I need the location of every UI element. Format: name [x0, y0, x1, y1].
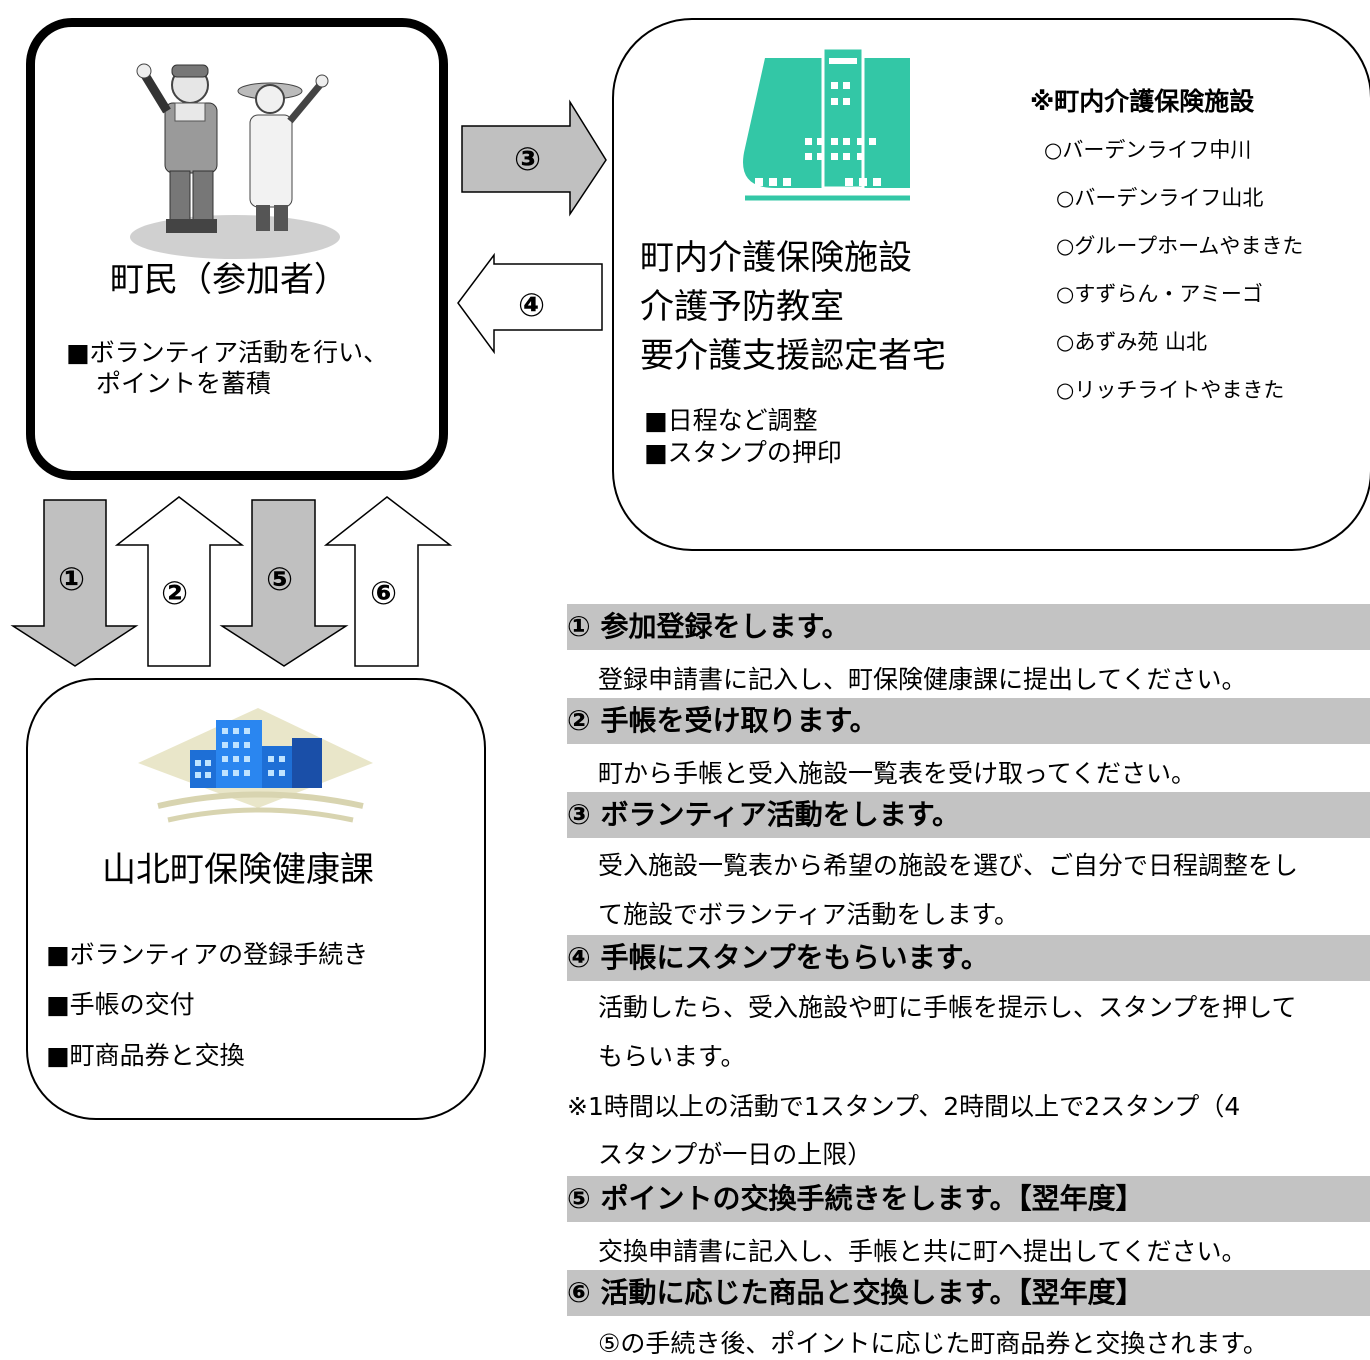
step-3-heading: ③ ボランティア活動をします。 [567, 798, 960, 831]
arrow-6-label: ⑥ [370, 574, 398, 612]
resident-title: 町民（参加者） [110, 260, 348, 300]
arrow-2-up [114, 496, 245, 667]
office-title: 山北町保険健康課 [102, 850, 374, 890]
arrow-1-label: ① [58, 560, 86, 598]
facility-list-item: ○バーデンライフ中川 [1044, 138, 1252, 162]
step-1-bar [567, 604, 1370, 650]
facility-list-item: ○すずらん・アミーゴ [1056, 282, 1263, 306]
arrow-5-label: ⑤ [266, 560, 294, 598]
facility-title-line1: 町内介護保険施設 [640, 238, 912, 278]
facility-building-icon [743, 48, 910, 201]
step-5-bar [567, 1176, 1370, 1222]
arrow-4-left [457, 252, 603, 355]
arrow-6-up [323, 496, 453, 667]
step-2-bar [567, 698, 1370, 744]
resident-desc-line2: ポイントを蓄積 [96, 369, 272, 398]
step-3-body-line2: て施設でボランティア活動をします。 [598, 900, 1020, 929]
residents-illustration [130, 63, 340, 259]
facility-list-item: ○あずみ苑 山北 [1056, 330, 1207, 354]
step-5-body: 交換申請書に記入し、手帳と共に町へ提出してください。 [598, 1237, 1247, 1266]
office-item: ■手帳の交付 [46, 990, 195, 1019]
step-2-body: 町から手帳と受入施設一覧表を受け取ってください。 [598, 759, 1197, 788]
arrow-3-label: ③ [514, 140, 542, 178]
step-6-heading: ⑥ 活動に応じた商品と交換します。【翌年度】 [567, 1276, 1144, 1309]
office-item: ■ボランティアの登録手続き [46, 940, 369, 969]
resident-box [26, 18, 448, 480]
resident-desc-line1: ■ボランティア活動を行い、 [66, 338, 389, 367]
facility-list-heading: ※町内介護保険施設 [1030, 87, 1255, 116]
facility-task1: ■日程など調整 [644, 406, 818, 435]
step-3-bar [567, 792, 1370, 838]
step-1-heading: ① 参加登録をします。 [567, 610, 850, 643]
facility-task2: ■スタンプの押印 [644, 438, 842, 467]
stamp-note-line2: スタンプが一日の上限） [598, 1140, 873, 1169]
arrow-5-down [219, 499, 349, 667]
arrow-4-label: ④ [518, 286, 546, 324]
facility-list-item: ○グループホームやまきた [1056, 234, 1304, 258]
office-building-icon [138, 708, 373, 823]
step-4-body-line1: 活動したら、受入施設や町に手帳を提示し、スタンプを押して [598, 993, 1297, 1022]
step-2-heading: ② 手帳を受け取ります。 [567, 704, 878, 737]
office-item: ■町商品券と交換 [46, 1041, 245, 1070]
facility-title-line2: 介護予防教室 [640, 287, 844, 327]
step-6-body: ⑤の手続き後、ポイントに応じた町商品券と交換されます。 [598, 1329, 1268, 1358]
step-1-body: 登録申請書に記入し、町保険健康課に提出してください。 [598, 665, 1247, 694]
arrow-2-label: ② [161, 574, 189, 612]
arrow-3-right [461, 99, 607, 217]
step-5-heading: ⑤ ポイントの交換手続きをします。【翌年度】 [567, 1182, 1144, 1215]
facility-list-item: ○リッチライトやまきた [1056, 378, 1285, 402]
step-6-bar [567, 1270, 1370, 1316]
step-3-body-line1: 受入施設一覧表から希望の施設を選び、ご自分で日程調整をし [598, 851, 1299, 880]
facility-title-line3: 要介護支援認定者宅 [640, 336, 946, 376]
step-4-heading: ④ 手帳にスタンプをもらいます。 [567, 941, 989, 974]
arrow-1-down [10, 499, 139, 667]
step-4-body-line2: もらいます。 [598, 1042, 746, 1071]
stamp-note-line1: ※1時間以上の活動で1スタンプ、2時間以上で2スタンプ（4 [567, 1092, 1241, 1121]
step-4-bar [567, 935, 1370, 981]
facility-list-item: ○バーデンライフ山北 [1056, 186, 1264, 210]
facility-box [612, 18, 1370, 551]
